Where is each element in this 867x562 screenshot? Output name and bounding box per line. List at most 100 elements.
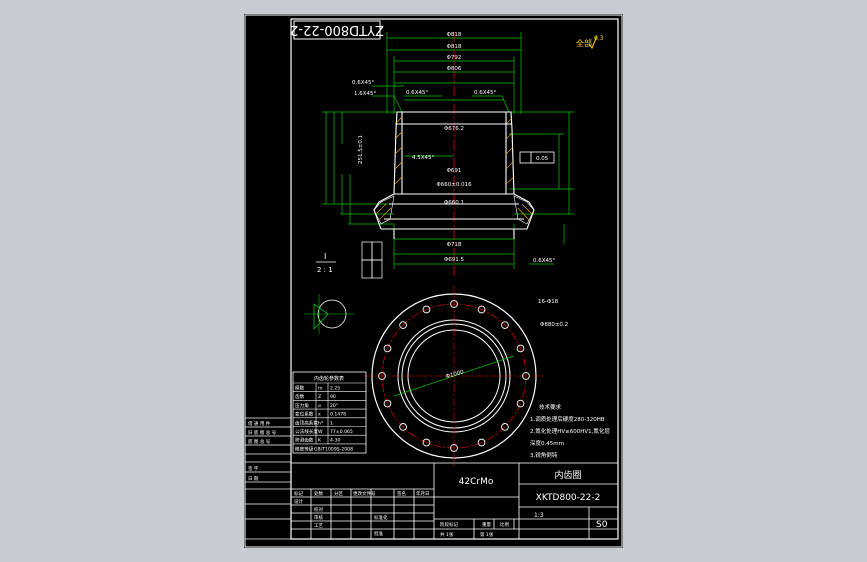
table-cell: x bbox=[318, 413, 321, 418]
drawing-canvas: ZYTD800-22-2 全部 6.3 bbox=[244, 14, 623, 548]
table-cell: GB/T10095-2008 bbox=[314, 446, 353, 452]
table-cell: Z bbox=[318, 394, 321, 400]
table-cell: 模数 bbox=[295, 385, 305, 392]
holes-label: 16-Φ18 bbox=[538, 299, 559, 305]
rev-header: 签名 bbox=[397, 490, 406, 497]
table-cell: 2.25 bbox=[330, 386, 340, 392]
table-cell: 20° bbox=[330, 403, 338, 409]
table-cell: 压力角 bbox=[295, 402, 309, 409]
bolt-hole bbox=[450, 444, 458, 452]
tech-item: 2.氮化处理HV≥600HV1,氮化层 bbox=[530, 427, 610, 435]
bore2-label: Φ691 bbox=[447, 168, 462, 174]
chamfer-bottom-label: 0.6X45° bbox=[533, 258, 556, 264]
top-dimension-lines bbox=[322, 32, 574, 269]
rev-header: 标记 bbox=[294, 490, 303, 497]
weight-label: 重量 bbox=[482, 521, 491, 528]
tech-title: 技术要求 bbox=[539, 403, 562, 411]
role-label: 标准化 bbox=[374, 514, 388, 521]
scale-value: 1:3 bbox=[534, 512, 544, 519]
table-cell: 跨测齿数 bbox=[295, 437, 314, 444]
roughness-value: 6.3 bbox=[594, 35, 604, 42]
bolt-hole bbox=[383, 399, 392, 408]
detail-mark: I bbox=[324, 252, 326, 261]
table-cell: 0.1478 bbox=[330, 412, 346, 418]
bolt-hole bbox=[450, 300, 458, 308]
table-cell: 齿数 bbox=[295, 393, 305, 400]
tech-requirements: 技术要求 1.调质处理后硬度280-320HB 2.氮化处理HV≥600HV1,… bbox=[530, 403, 610, 459]
bolt-hole bbox=[501, 423, 509, 431]
table-cell: m bbox=[318, 387, 323, 392]
bolt-hole bbox=[422, 438, 431, 447]
chamfer-inner-label: 4.5X45° bbox=[412, 155, 435, 161]
bottom2-label: Φ691.5 bbox=[444, 257, 465, 263]
sheet-size-label: S0 bbox=[596, 520, 608, 530]
table-cell: 齿顶高系数 bbox=[295, 419, 318, 426]
bolt-hole bbox=[522, 372, 530, 380]
rev-header: 处数 bbox=[314, 490, 323, 497]
side-label: 借 通 用 件 bbox=[248, 420, 271, 427]
table-cell: 公法线长度 bbox=[295, 428, 318, 435]
table-cell: 变位系数 bbox=[295, 411, 314, 418]
pcd-label: Φ880±0.2 bbox=[540, 322, 568, 328]
chamfer-right-label: 0.6X45° bbox=[474, 90, 497, 96]
rev-header: 分区 bbox=[334, 490, 343, 497]
detail-scale: 2 : 1 bbox=[317, 266, 333, 274]
bolt-hole bbox=[399, 423, 407, 431]
outer-frame bbox=[244, 14, 623, 548]
table-cell: 1 bbox=[330, 420, 333, 426]
bolt-hole bbox=[501, 321, 509, 329]
section-view: Φ818 Φ818 Φ792 Φ806 0.6X45° 1.6X45° 0.6X… bbox=[322, 32, 574, 328]
role-label: 审核 bbox=[314, 514, 323, 521]
material-label: 42CrMo bbox=[459, 477, 494, 487]
table-cell: 4-30 bbox=[330, 438, 341, 444]
chamfer-left-label: 1.6X45° bbox=[354, 91, 377, 97]
title-block bbox=[290, 462, 619, 540]
bolt-hole bbox=[422, 305, 431, 314]
side-label: 日 期 bbox=[248, 476, 259, 482]
rev-header: 更改文件号 bbox=[353, 490, 376, 497]
bolt-hole bbox=[516, 399, 525, 408]
rev-header: 年月日 bbox=[416, 490, 430, 497]
bore1-label: Φ676.2 bbox=[444, 126, 464, 132]
sheet-no-label: 第 1张 bbox=[480, 531, 494, 538]
drawing-sheet: ZYTD800-22-2 全部 6.3 bbox=[244, 14, 623, 548]
table-cell: W bbox=[318, 429, 323, 435]
bottom1-label: Φ718 bbox=[447, 242, 462, 248]
side-label: 旧 底 图 总 号 bbox=[248, 429, 277, 436]
tech-item: 3.锐角倒钝 bbox=[530, 451, 558, 459]
dim-d2: Φ792 bbox=[447, 55, 462, 61]
detail-view: I 2 : 1 bbox=[304, 252, 354, 334]
stage-label: 阶段标记 bbox=[440, 521, 458, 528]
roughness-symbol bbox=[588, 35, 598, 49]
bolt-hole bbox=[399, 321, 407, 329]
role-label: 设计 bbox=[294, 498, 303, 505]
role-label: 批准 bbox=[374, 530, 383, 537]
bolt-hole bbox=[516, 344, 525, 353]
side-label: 底 图 总 号 bbox=[248, 438, 271, 445]
table-cell: 精度等级 bbox=[295, 445, 314, 452]
role-label: 工艺 bbox=[314, 523, 323, 529]
bore3-label: Φ660±0.016 bbox=[436, 182, 472, 188]
left-tol-boxes bbox=[361, 241, 383, 279]
code-upside-down: ZYTD800-22-2 bbox=[290, 22, 384, 37]
side-label: 签 字 bbox=[248, 465, 259, 472]
tech-item: 深度0.45mm bbox=[530, 439, 564, 447]
sheets-label: 共 1张 bbox=[440, 531, 454, 538]
tech-item: 1.调质处理后硬度280-320HB bbox=[530, 415, 605, 423]
bore4-label: Φ660.1 bbox=[444, 200, 464, 206]
dim-top: Φ818 bbox=[447, 32, 462, 38]
height-total-label: 251.5±0.1 bbox=[358, 135, 364, 164]
chamfer-mid-label: 0.6X45° bbox=[406, 90, 429, 96]
plan-view: Φ1000 bbox=[364, 286, 544, 466]
bolt-hole bbox=[383, 344, 392, 353]
table-cell: α bbox=[318, 404, 321, 409]
table-cell: h* bbox=[318, 420, 324, 426]
part-name: 内齿圈 bbox=[554, 469, 581, 481]
tolerance-frame bbox=[519, 151, 555, 164]
bolt-hole bbox=[477, 438, 486, 447]
role-label: 校对 bbox=[314, 506, 323, 513]
bolt-hole bbox=[477, 305, 486, 314]
bolt-holes bbox=[378, 300, 530, 452]
drawing-code: XKTD800-22-2 bbox=[536, 493, 601, 503]
